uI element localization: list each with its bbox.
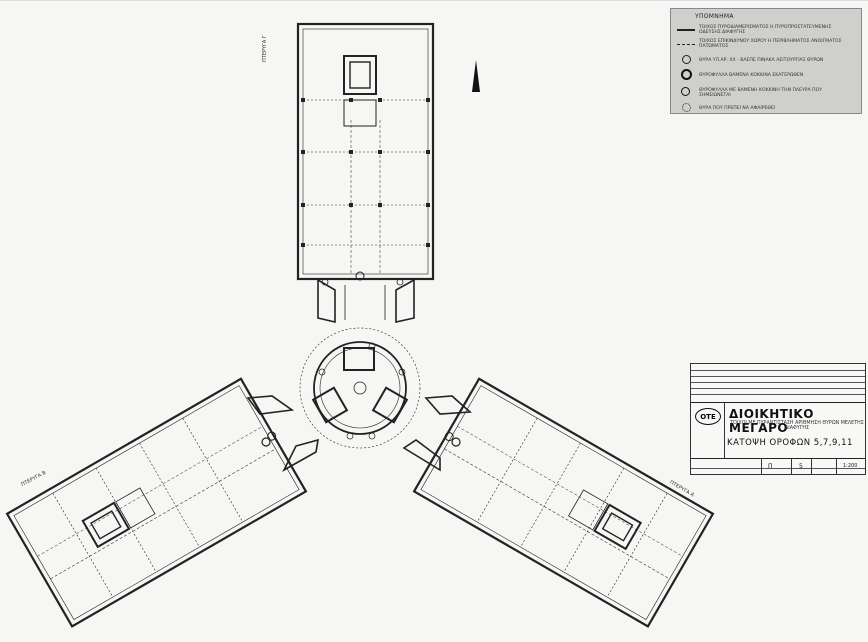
wing-label-north: ΠΤΕΡΥΓΑ Γ (262, 35, 268, 62)
circle-half-icon (677, 87, 695, 98)
thick-line-icon (677, 29, 695, 31)
circle-number-icon (677, 55, 695, 66)
company-title: ΔΙΟΙΚΗΤΙΚΟ ΜΕΓΑΡΟ (729, 407, 814, 435)
west-wing (5, 377, 308, 628)
north-wing (296, 22, 435, 324)
drawing-code: Π (768, 463, 773, 470)
legend-item: ΤΟΙΧΟΣ ΕΠΙΚΙΝΔΥΝΟΥ ΧΩΡΟΥ Η ΠΕΡΙΒΛΗΜΑΤΟΣ … (677, 39, 861, 49)
ote-logo: ΟΤΕ (695, 408, 721, 425)
title-block: ΟΤΕ ΔΙΟΙΚΗΤΙΚΟ ΜΕΓΑΡΟ ΤΟΙΧΟΙ ΜΕ ΠΥΡΑΝΤΙΣ… (690, 363, 866, 475)
legend-item: ΘΥΡΑ ΠΟΥ ΠΡΕΠΕΙ ΝΑ ΑΦΑΙΡΕΘΕΙ (677, 103, 861, 114)
legend-title: ΥΠΟΜΝΗΜΑ (695, 13, 734, 20)
legend-item: ΘΥΡΟΦΥΛΛΑ ΒΑΜΕΝΑ ΚΟΚΚΙΝΑ ΕΚΑΤΕΡΩΘΕΝ (677, 69, 861, 82)
north-arrow-icon (472, 60, 480, 92)
central-hub (299, 327, 421, 449)
dashed-line-icon (677, 43, 695, 45)
sheet-number: 5 (799, 463, 803, 470)
east-wing (412, 377, 715, 628)
legend-item: ΤΟΙΧΟΣ ΠΥΡΟΔΙΑΜΕΡΙΣΜΑΤΟΣ Η ΠΥΡΟΠΡΟΣΤΑΤΕΥ… (677, 25, 861, 35)
circle-bold-icon (677, 69, 695, 82)
legend-item: ΘΥΡΟΦΥΛΛΑ ΜΕ ΒΑΜΕΝΗ ΚΟΚΚΙΝΗ ΤΗΝ ΠΛΕΥΡΑ Π… (677, 87, 861, 98)
drawing-subtitle: ΤΟΙΧΟΙ ΜΕ ΠΥΡΑΝΤΙΣΤΑΣΗ ΑΡΙΘΜΗΣΗ ΘΥΡΩΝ ΜΕ… (730, 421, 864, 431)
circle-dotted-icon (677, 103, 695, 114)
legend-panel: ΥΠΟΜΝΗΜΑ ΤΟΙΧΟΣ ΠΥΡΟΔΙΑΜΕΡΙΣΜΑΤΟΣ Η ΠΥΡΟ… (670, 8, 862, 114)
drawing-scale: 1:200 (843, 463, 858, 469)
legend-item: ΘΥΡΑ ΥΠ.ΑΡ. ΧΧ - ΒΛΕΠΕ ΠΙΝΑΚΑ ΛΕΙΤΟΥΡΓΙΑ… (677, 55, 861, 66)
plan-title: ΚΑΤΟΨΗ ΟΡΟΦΩΝ 5,7,9,11 (727, 438, 853, 448)
